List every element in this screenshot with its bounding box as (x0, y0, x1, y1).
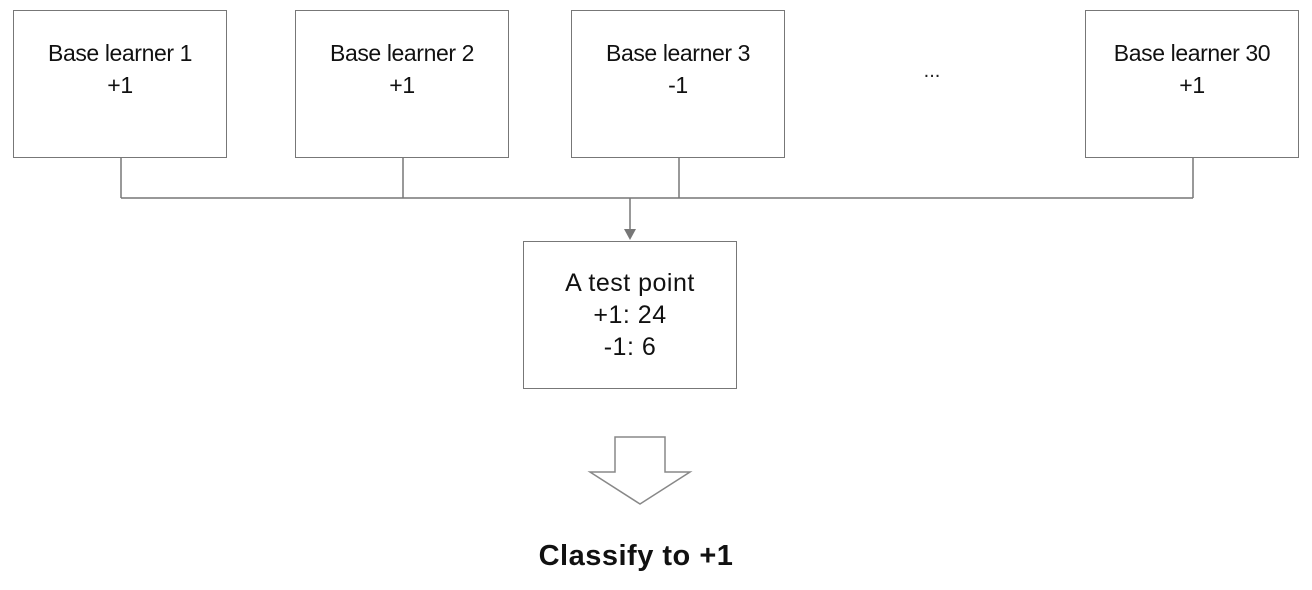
base-learner-name: Base learner 1 (48, 40, 192, 66)
base-learner-vote: +1 (389, 72, 415, 98)
base-learner-vote: -1 (668, 72, 688, 98)
test-point-box: A test point +1: 24 -1: 6 (523, 241, 737, 389)
base-learner-1-box: Base learner 1 +1 (13, 10, 227, 158)
base-learner-name: Base learner 3 (606, 40, 750, 66)
base-learner-2-box: Base learner 2 +1 (295, 10, 509, 158)
base-learner-3-box: Base learner 3 -1 (571, 10, 785, 158)
base-learner-30-box: Base learner 30 +1 (1085, 10, 1299, 158)
hollow-down-arrow-icon (587, 436, 693, 505)
down-arrow-head (624, 229, 636, 240)
test-point-title: A test point (565, 269, 695, 297)
base-learner-vote: +1 (1179, 72, 1205, 98)
base-learner-name: Base learner 30 (1113, 40, 1271, 66)
ellipsis-text: ... (923, 60, 941, 82)
negative-vote-count: -1: 6 (603, 333, 657, 361)
classification-result: Classify to +1 (538, 540, 734, 572)
positive-vote-count: +1: 24 (593, 301, 667, 329)
base-learner-vote: +1 (107, 72, 133, 98)
base-learner-name: Base learner 2 (330, 40, 474, 66)
